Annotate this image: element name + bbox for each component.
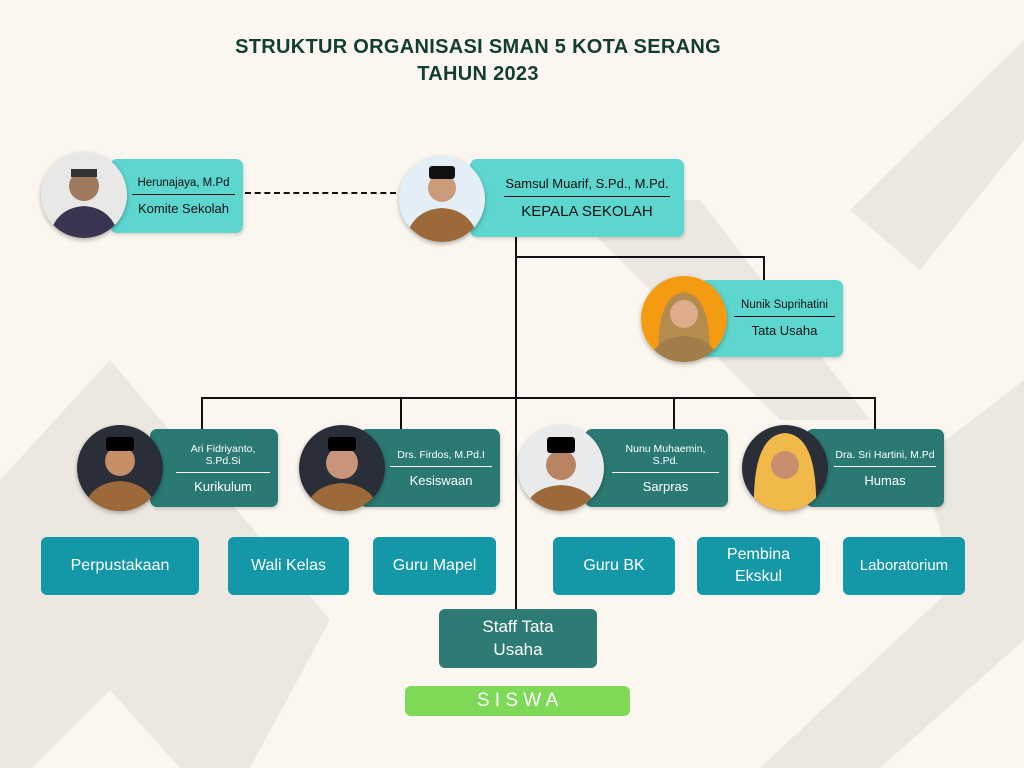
laboratorium-box: Laboratorium <box>843 537 965 595</box>
kurikulum-photo <box>77 425 163 511</box>
person-name: Samsul Muarif, S.Pd., M.Pd. <box>503 176 671 197</box>
perpustakaan-box: Perpustakaan <box>41 537 199 595</box>
person-role: Sarpras <box>642 478 689 494</box>
connector-line <box>201 397 203 430</box>
person-role: Humas <box>864 472 906 488</box>
person-name: Ari Fidriyanto, S.Pd.Si <box>175 443 271 473</box>
connector-line <box>515 256 765 258</box>
staff-tata-usaha-box: Staff Tata Usaha <box>439 609 597 668</box>
tata-usaha-photo <box>641 276 727 362</box>
pembina-ekskul-box: Pembina Ekskul <box>697 537 820 595</box>
person-name: Drs. Firdos, M.Pd.I <box>390 449 492 467</box>
komite-dashed-line <box>245 192 396 194</box>
person-name: Dra. Sri Hartini, M.Pd <box>834 449 936 467</box>
connector-line <box>874 397 876 430</box>
humas-photo <box>742 425 828 511</box>
komite-photo <box>41 152 127 238</box>
humas-card: Dra. Sri Hartini, M.Pd Humas <box>806 429 944 507</box>
connector-line <box>673 397 675 430</box>
person-role: KEPALA SEKOLAH <box>521 203 653 220</box>
connector-line <box>763 256 765 281</box>
connector-line <box>201 397 876 399</box>
person-name: Herunajaya, M.Pd <box>132 177 235 195</box>
kesiswaan-photo <box>299 425 385 511</box>
kepala-sekolah-card: Samsul Muarif, S.Pd., M.Pd. KEPALA SEKOL… <box>470 159 684 237</box>
connector-line <box>515 237 517 610</box>
person-role: Kurikulum <box>194 478 252 494</box>
person-name: Nunu Muhaemin, S.Pd. <box>611 443 720 473</box>
wali-kelas-box: Wali Kelas <box>228 537 349 595</box>
kepala-sekolah-photo <box>399 156 485 242</box>
connector-line <box>400 397 402 430</box>
kurikulum-card: Ari Fidriyanto, S.Pd.Si Kurikulum <box>150 429 278 507</box>
person-role: Komite Sekolah <box>137 200 230 216</box>
siswa-box: S I S W A <box>405 686 630 716</box>
person-role: Tata Usaha <box>751 323 818 338</box>
komite-card: Herunajaya, M.Pd Komite Sekolah <box>110 159 243 233</box>
chart-title: STRUKTUR ORGANISASI SMAN 5 KOTA SERANG <box>235 36 721 58</box>
guru-bk-box: Guru BK <box>553 537 675 595</box>
guru-mapel-box: Guru Mapel <box>373 537 496 595</box>
sarpras-card: Nunu Muhaemin, S.Pd. Sarpras <box>585 429 728 507</box>
chart-subtitle: TAHUN 2023 <box>417 63 539 85</box>
person-name: Nunik Suprihatini <box>734 299 835 317</box>
sarpras-photo <box>518 425 604 511</box>
person-role: Kesiswaan <box>409 472 473 488</box>
